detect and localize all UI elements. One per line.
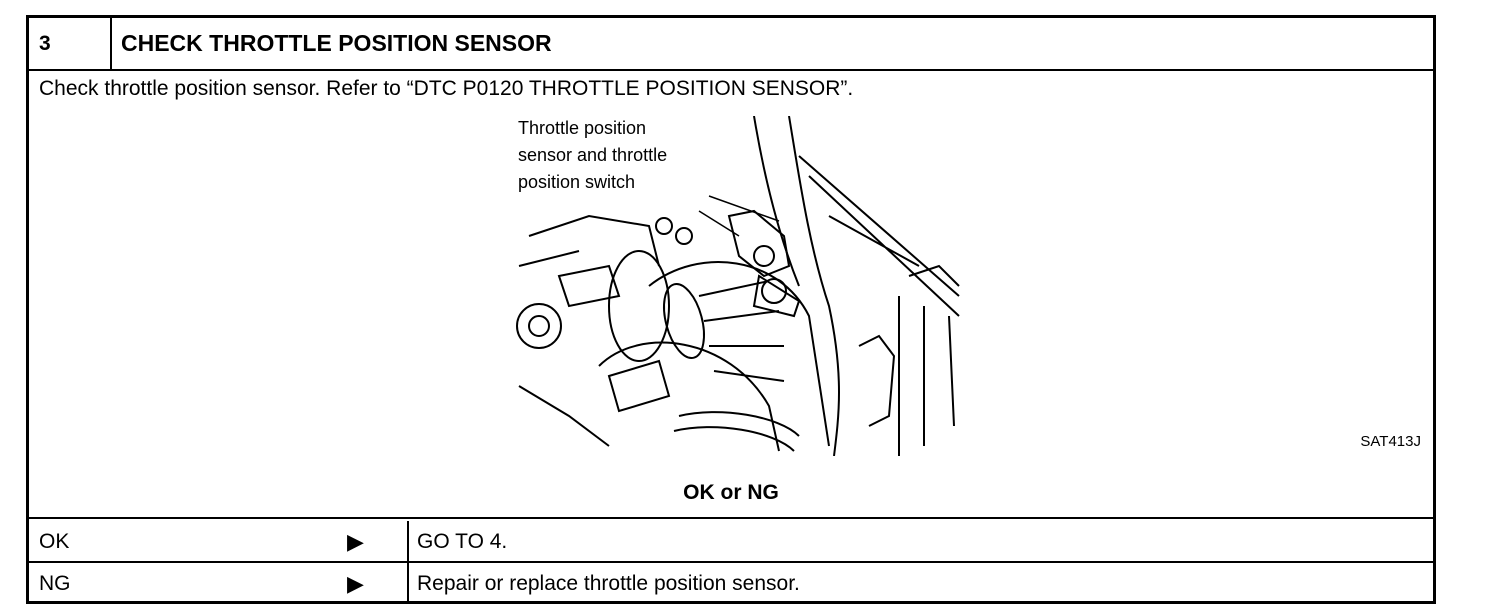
outcome-condition: OK	[39, 530, 70, 553]
outcome-row-ng: NG ▶ Repair or replace throttle position…	[29, 563, 1433, 604]
engine-illustration	[516, 116, 960, 456]
step-body: Check throttle position sensor. Refer to…	[29, 71, 1433, 519]
sensor-callout: Throttle position sensor and throttle po…	[518, 118, 668, 192]
outcome-action: GO TO 4.	[417, 530, 508, 553]
figure-code: SAT413J	[1360, 433, 1421, 450]
outcome-action: Repair or replace throttle position sens…	[417, 572, 800, 595]
column-divider	[407, 521, 409, 561]
step-header: 3 CHECK THROTTLE POSITION SENSOR	[29, 18, 1433, 71]
arrow-right-icon: ▶	[347, 529, 364, 554]
result-label: OK or NG	[683, 481, 779, 504]
step-title: CHECK THROTTLE POSITION SENSOR	[121, 30, 552, 56]
step-instruction: Check throttle position sensor. Refer to…	[39, 77, 854, 100]
column-divider	[407, 563, 409, 604]
outcome-row-ok: OK ▶ GO TO 4.	[29, 521, 1433, 563]
step-number: 3	[29, 18, 112, 69]
procedure-table: 3 CHECK THROTTLE POSITION SENSOR Check t…	[26, 15, 1436, 604]
outcome-condition: NG	[39, 572, 71, 595]
arrow-right-icon: ▶	[347, 571, 364, 596]
